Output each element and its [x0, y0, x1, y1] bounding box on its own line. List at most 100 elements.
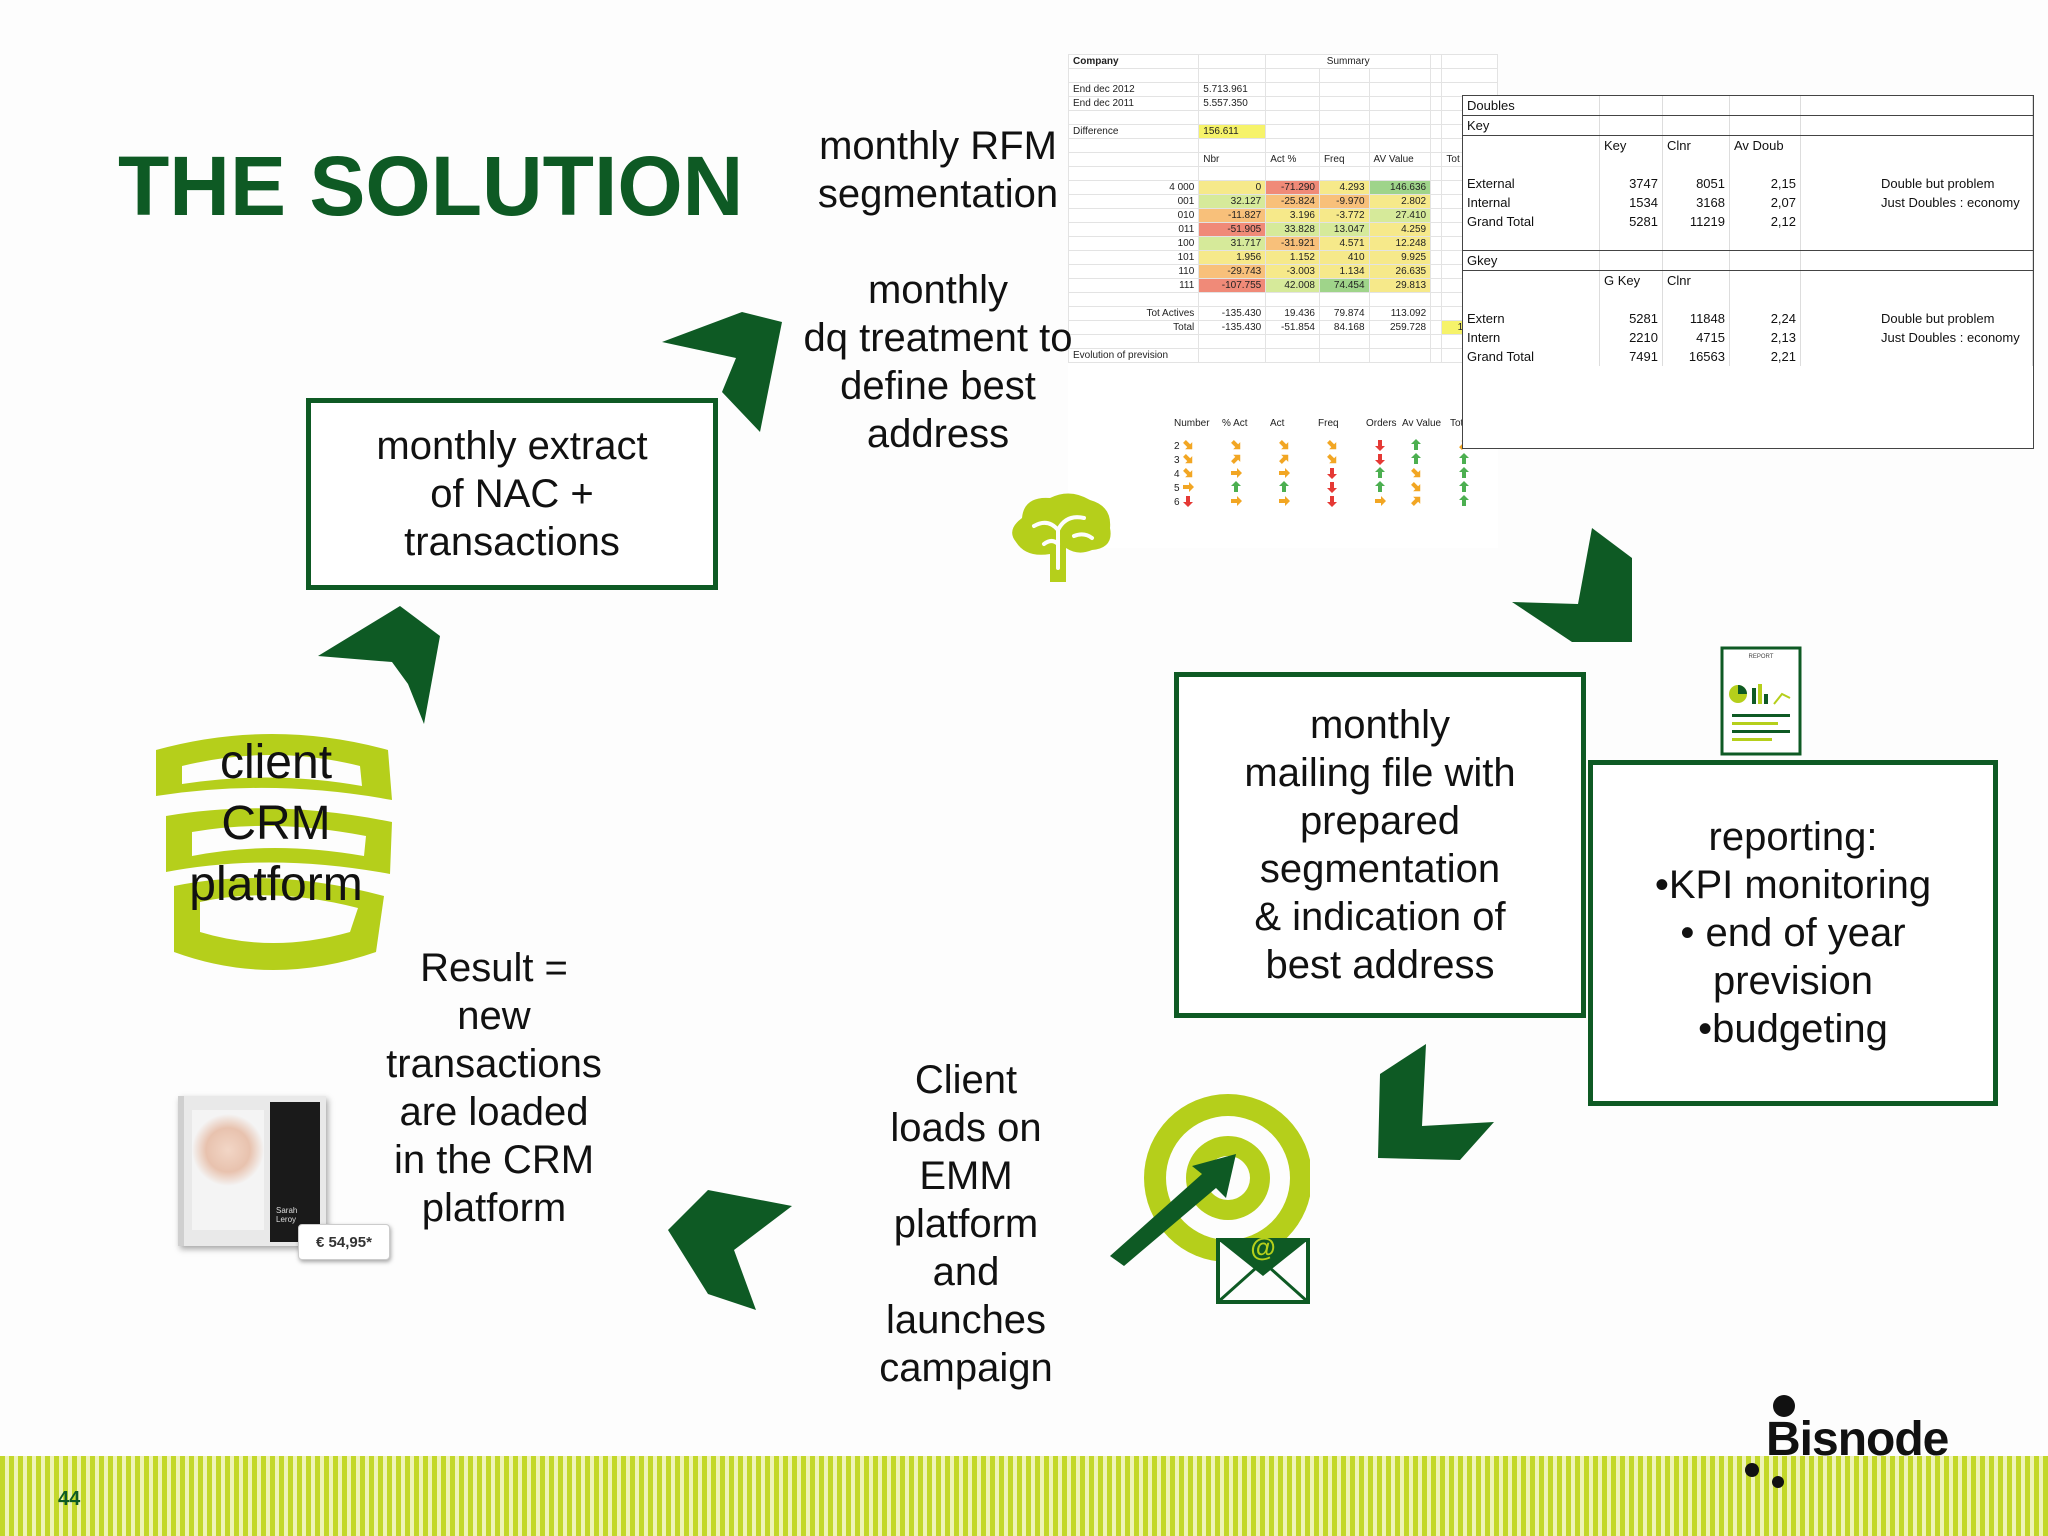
rfm-cell: 31.717 — [1198, 236, 1267, 251]
trend-arrow-icon — [1231, 454, 1241, 464]
doubles-header: Clnr — [1662, 270, 1730, 290]
doubles-cell: 2,07 — [1729, 193, 1801, 212]
doubles-header: Clnr — [1662, 135, 1730, 155]
page-number: 44 — [58, 1488, 81, 1510]
evo-header: Tot — [1450, 418, 1464, 429]
rfm-cell: -71.290 — [1265, 180, 1320, 195]
doubles-cell: 16563 — [1662, 347, 1730, 366]
doubles-cell: 2210 — [1599, 328, 1663, 347]
evo-row-label: 3 — [1174, 455, 1180, 466]
rfm-cell: 0 — [1198, 180, 1267, 195]
rfm-cell: -3.003 — [1265, 264, 1320, 279]
trend-arrow-icon — [1327, 454, 1337, 464]
rfm-cell: 33.828 — [1265, 222, 1320, 237]
doubles-cell: 4715 — [1662, 328, 1730, 347]
rfm-segmentation-label: monthly RFM segmentation — [817, 124, 1059, 216]
report-icon-label: REPORT — [1749, 654, 1774, 660]
rfm-cell: 259.728 — [1368, 320, 1432, 335]
doubles-note: Just Doubles : economy — [1800, 193, 2033, 212]
rfm-cell: -3.772 — [1318, 208, 1370, 223]
doubles-cell: 11219 — [1662, 212, 1730, 231]
summary-label: Summary — [1265, 54, 1432, 69]
evo-header: Freq — [1318, 418, 1339, 429]
doubles-row-name: Internal — [1463, 193, 1600, 212]
rfm-header: Act % — [1265, 152, 1320, 167]
rfm-cell: 3.196 — [1265, 208, 1320, 223]
doubles-cell: 2,21 — [1729, 347, 1801, 366]
rfm-code: 011 — [1067, 222, 1200, 237]
doubles-note: Just Doubles : economy — [1800, 328, 2033, 347]
evo-header: % Act — [1222, 418, 1248, 429]
doubles-cell: 2,13 — [1729, 328, 1801, 347]
trend-arrow-icon — [1375, 454, 1385, 465]
rfm-cell: -11.827 — [1198, 208, 1267, 223]
rfm-code: 100 — [1067, 236, 1200, 251]
trend-arrow-icon — [1459, 481, 1469, 492]
rfm-cell: 19.436 — [1265, 306, 1320, 321]
rfm-cell: 1.956 — [1198, 250, 1267, 265]
doubles-row-name: Grand Total — [1463, 212, 1600, 231]
rfm-cell: -135.430 — [1198, 320, 1267, 335]
evo-row-label: 2 — [1174, 441, 1180, 452]
rfm-cell: 113.092 — [1368, 306, 1432, 321]
report-icon: REPORT — [1720, 646, 1802, 756]
trend-arrow-icon — [1183, 454, 1193, 464]
crm-database-icon — [156, 734, 392, 970]
evo-header: Av Value — [1402, 418, 1442, 429]
result-label: Result = new transactions are loaded in … — [386, 946, 602, 1230]
arrow-crm-to-extract — [318, 606, 440, 724]
trend-arrow-icon — [1183, 468, 1193, 478]
rfm-cell: -9.970 — [1318, 194, 1370, 209]
trend-arrow-icon — [1327, 468, 1337, 479]
evolution-label: Evolution of prevision — [1067, 348, 1200, 363]
trend-arrow-icon — [1231, 440, 1241, 450]
trend-arrow-icon — [1459, 495, 1469, 506]
end-dec-2012-value: 5.713.961 — [1198, 82, 1267, 97]
doubles-cell: 8051 — [1662, 174, 1730, 193]
rfm-cell: 1.152 — [1265, 250, 1320, 265]
price-tag: € 54,95* — [298, 1224, 390, 1260]
doubles-note: Double but problem — [1800, 309, 2033, 328]
trend-arrow-icon — [1279, 454, 1289, 464]
rfm-cell: -51.905 — [1198, 222, 1267, 237]
trend-arrow-icon — [1459, 467, 1469, 478]
trend-arrow-icon — [1327, 482, 1337, 493]
trend-arrow-icon — [1375, 496, 1386, 506]
rfm-header: Nbr — [1198, 152, 1267, 167]
page-title: THE SOLUTION — [118, 139, 744, 233]
rfm-cell: -107.755 — [1198, 278, 1267, 293]
trend-arrow-icon — [1279, 468, 1290, 478]
doubles-row-name: Extern — [1463, 309, 1600, 328]
rfm-cell: 4.571 — [1318, 236, 1370, 251]
rfm-cell: -31.921 — [1265, 236, 1320, 251]
rfm-code: 101 — [1067, 250, 1200, 265]
rfm-header: AV Value — [1368, 152, 1432, 167]
trend-arrow-icon — [1411, 468, 1421, 478]
tot-actives-row: Tot Actives-135.43019.43679.874113.09276… — [1067, 306, 1498, 321]
difference-value: 156.611 — [1198, 124, 1267, 139]
rfm-cell: -29.743 — [1198, 264, 1267, 279]
trend-arrow-icon — [1411, 439, 1421, 450]
target-email-icon: @ — [1110, 1094, 1310, 1304]
doubles-note: Double but problem — [1800, 174, 2033, 193]
crm-platform-label: client CRM platform — [189, 736, 363, 911]
doubles-header: G Key — [1599, 270, 1663, 290]
rfm-cell: 27.410 — [1368, 208, 1432, 223]
doubles-cell: 5281 — [1599, 212, 1663, 231]
trend-arrow-icon — [1231, 468, 1242, 478]
evo-row-label: 4 — [1174, 469, 1180, 480]
book-spine — [270, 1102, 320, 1242]
rfm-cell: 4.293 — [1318, 180, 1370, 195]
doubles-cell: 3168 — [1662, 193, 1730, 212]
logo-dots-icon — [1745, 1395, 1795, 1488]
doubles-row-name: Intern — [1463, 328, 1600, 347]
rfm-cell: 79.874 — [1318, 306, 1370, 321]
client-loads-label: Client loads on EMM platform and launche… — [879, 1058, 1053, 1390]
rfm-cell: 26.635 — [1368, 264, 1432, 279]
trend-arrow-icon — [1411, 496, 1421, 506]
rfm-code: 000 — [1177, 182, 1195, 193]
